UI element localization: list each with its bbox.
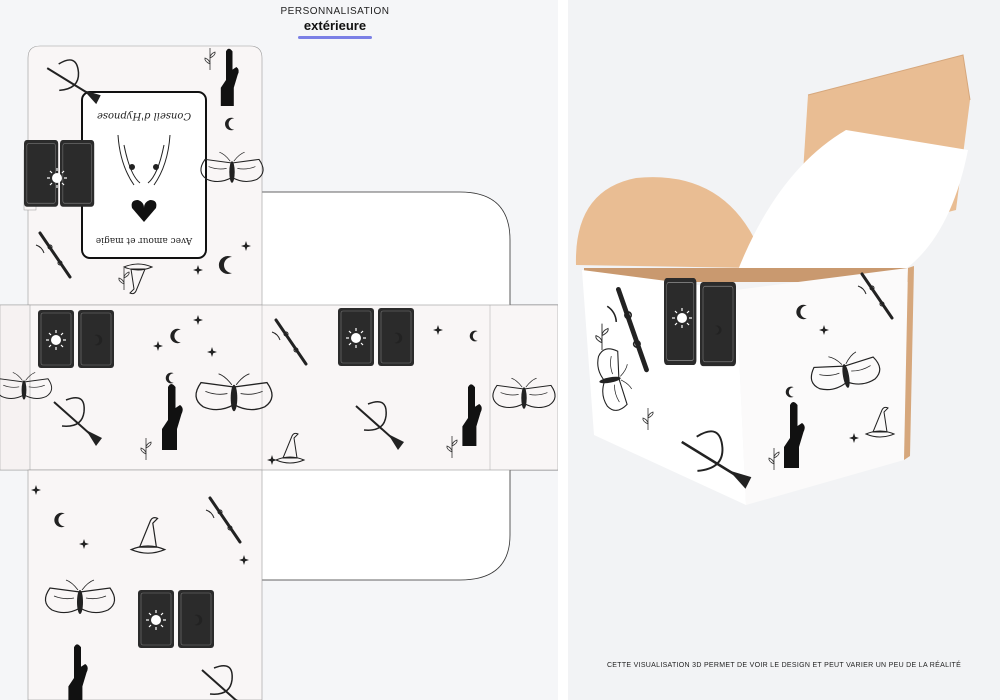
label-slogan: Avec amour et magie bbox=[96, 235, 193, 245]
sun-icon bbox=[46, 167, 68, 189]
3d-preview-panel: CETTE VISUALISATION 3D PERMET DE VOIR LE… bbox=[568, 0, 1000, 700]
dieline-canvas[interactable]: Conseil d'Hypnose Avec amour et magie bbox=[0, 0, 558, 700]
tab-exterieure[interactable]: PERSONNALISATION extérieure bbox=[260, 6, 410, 39]
right-flap bbox=[738, 130, 968, 280]
preview-caption: CETTE VISUALISATION 3D PERMET DE VOIR LE… bbox=[606, 662, 962, 669]
tarot-cards-3d bbox=[663, 277, 737, 367]
tab-label: PERSONNALISATION bbox=[280, 6, 390, 17]
heart-icon bbox=[131, 200, 157, 222]
hands-illustration bbox=[117, 134, 171, 186]
bottom-face bbox=[27, 469, 263, 700]
panel-divider bbox=[558, 0, 568, 700]
tab-active-label: extérieure bbox=[303, 18, 367, 33]
tab-underline bbox=[298, 36, 372, 39]
label-brand-script: Conseil d'Hypnose bbox=[97, 110, 191, 121]
3d-box-preview[interactable] bbox=[568, 0, 1000, 660]
box-face-right bbox=[736, 268, 908, 505]
design-editor-panel: PERSONNALISATION extérieure Conseil d'Hy… bbox=[0, 0, 558, 700]
left-flap bbox=[575, 177, 756, 268]
